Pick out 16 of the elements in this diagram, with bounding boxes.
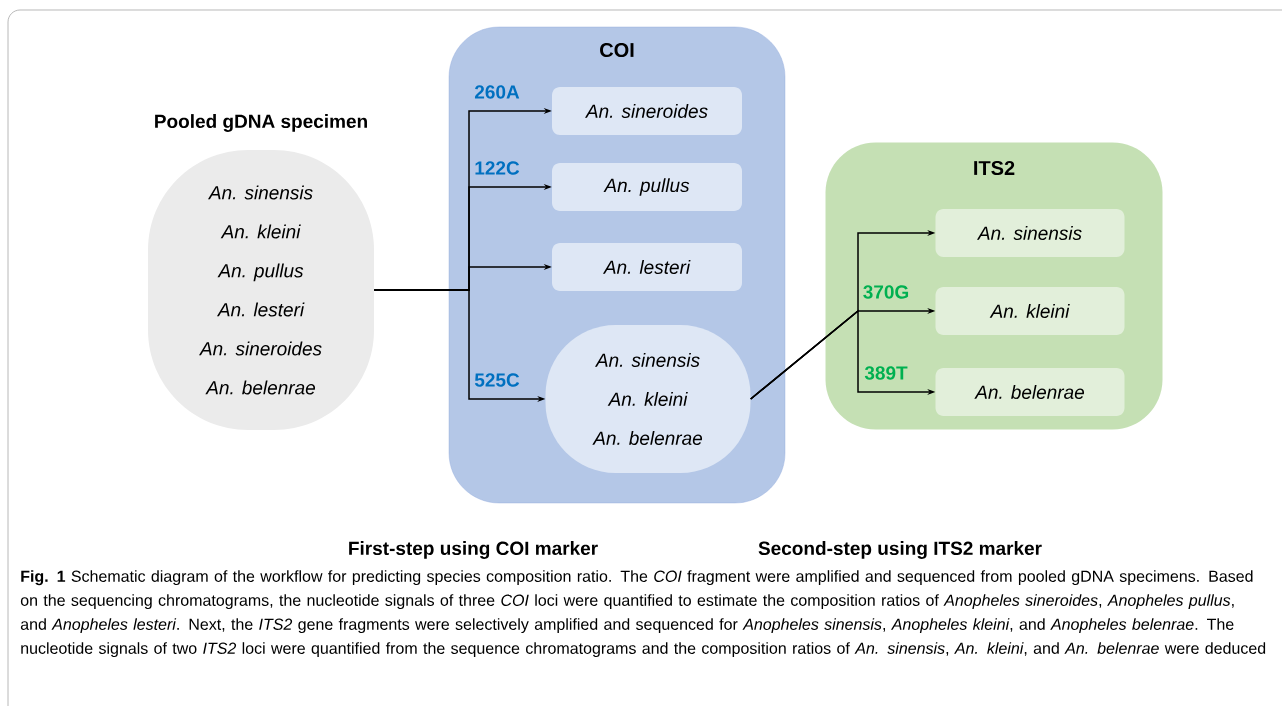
node-label: Pooled gDNA specimen <box>155 114 367 132</box>
edge-label: 260A <box>473 84 521 100</box>
species-box: An. sinensis <box>935 209 1125 257</box>
specimen-oval: Pooled gDNA specimen An. sinensis An. kleini An. pullus An. lesteri An. sineroides An. belenrae <box>148 114 374 430</box>
edge-label: 389T <box>863 365 909 381</box>
step-label: Second-step using ITS2 marker <box>758 541 1042 559</box>
species-box: An. kleini <box>935 287 1125 335</box>
species-box: An. sineroides <box>552 87 742 135</box>
figure-caption: Fig. 1 Schematic diagram of the workflow for predicting species composition ratio. The COI fragment were amplified and sequenced from pooled gDNA specimens. Based on the sequencing chromatograms, the nucleotide signals of three COI loci were quantified to estimate the composition ratios of Anopheles sineroides, Anopheles pullus, and Anopheles lesteri. Next, the ITS2 gene fragments were selectively amplified and sequenced for Anopheles sinensis, Anopheles kleini, and Anopheles belenrae. The nucleotide signals of two ITS2 loci were quantified from the sequence chromatograms and the composition ratios of An. sinensis, An. kleini, and An. belenrae were deduced <box>20 570 1266 658</box>
edge-label: 370G <box>861 284 911 300</box>
species-box: An. lesteri <box>552 243 742 291</box>
edge-label: 525C <box>473 372 521 388</box>
edge-label: 122C <box>473 160 521 176</box>
species-box: An. pullus <box>552 163 742 211</box>
species-box: An. belenrae <box>935 368 1125 416</box>
step-label: First-step using COI marker <box>349 541 598 559</box>
